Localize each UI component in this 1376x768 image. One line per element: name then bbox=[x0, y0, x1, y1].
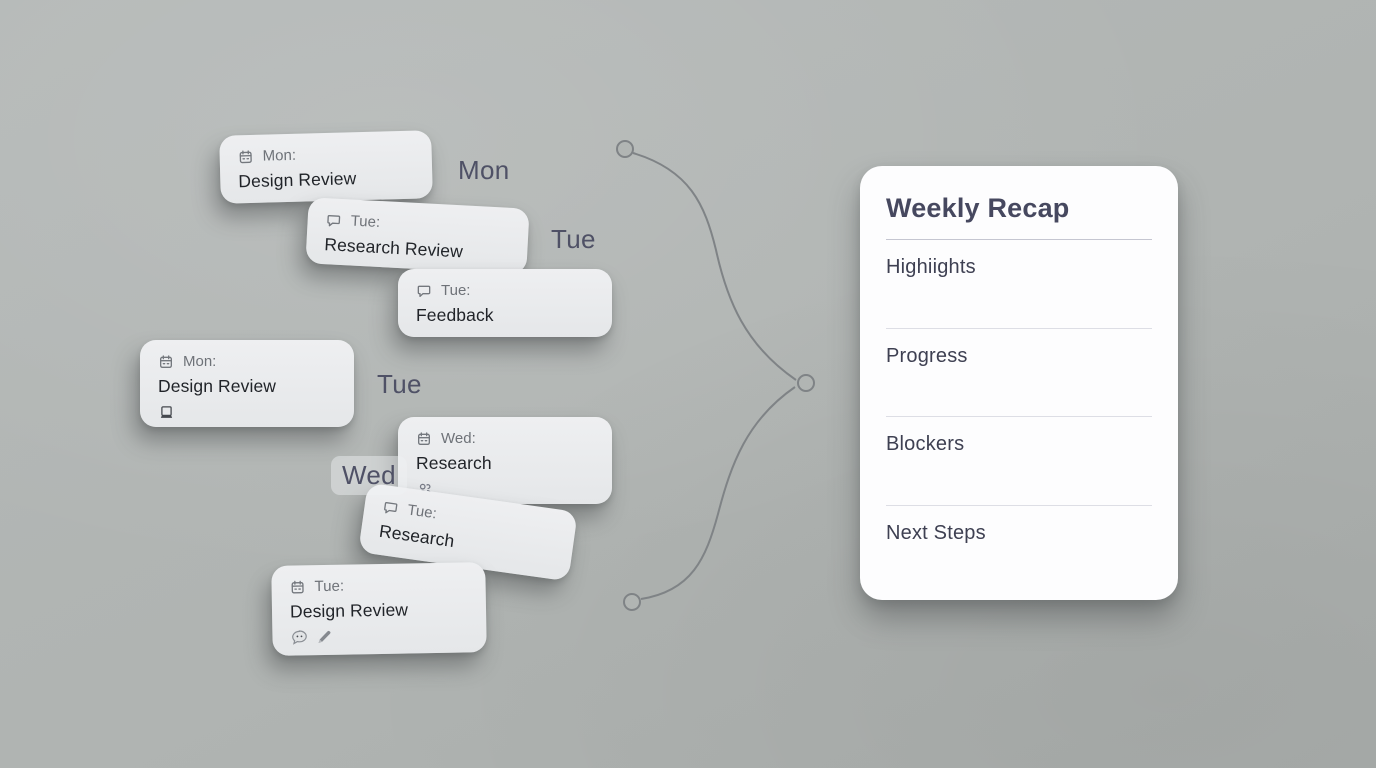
card-day-label: Tue: bbox=[406, 501, 438, 523]
card-day-label: Mon: bbox=[262, 146, 297, 165]
connector-endpoint-bottom[interactable] bbox=[623, 593, 641, 611]
calendar-icon bbox=[416, 431, 432, 447]
day-label-mon[interactable]: Mon bbox=[458, 155, 510, 185]
card-header: Tue: bbox=[325, 211, 511, 239]
card-day-label: Wed: bbox=[441, 430, 476, 447]
section-divider bbox=[886, 416, 1152, 417]
note-card-wed-research[interactable]: Wed: Research bbox=[398, 417, 612, 504]
section-divider bbox=[886, 504, 1152, 506]
pencil-icon bbox=[315, 628, 333, 646]
calendar-icon bbox=[238, 149, 254, 165]
card-title: Research bbox=[416, 453, 492, 473]
comment-dots-icon bbox=[290, 628, 308, 646]
note-card-tue-feedback[interactable]: Tue: Feedback bbox=[398, 269, 612, 337]
note-card-tue-design-review[interactable]: Tue: Design Review bbox=[271, 562, 487, 656]
laptop-icon bbox=[158, 404, 175, 421]
chat-bubble-icon bbox=[325, 212, 342, 229]
card-day-label: Tue: bbox=[441, 282, 471, 299]
section-next-steps[interactable]: Next Steps bbox=[886, 521, 986, 544]
card-attachments bbox=[290, 625, 468, 646]
calendar-icon bbox=[289, 579, 305, 595]
chat-bubble-icon bbox=[382, 499, 400, 517]
note-card-tue-research[interactable]: Tue: Research bbox=[358, 482, 578, 582]
card-day-label: Tue: bbox=[350, 212, 381, 232]
section-highlights[interactable]: Highiights bbox=[886, 256, 976, 278]
note-card-mon-design-review[interactable]: Mon: Design Review bbox=[219, 130, 433, 204]
panel-title: Weekly Recap bbox=[886, 193, 1070, 223]
card-title: Feedback bbox=[416, 305, 494, 325]
section-progress[interactable]: Progress bbox=[886, 344, 968, 367]
connector-node-center[interactable] bbox=[797, 374, 815, 392]
connector-curve-bottom[interactable] bbox=[640, 386, 796, 600]
card-title: Design Review bbox=[238, 168, 357, 192]
card-header: Mon: bbox=[158, 353, 336, 371]
day-label-tue-2[interactable]: Tue bbox=[377, 369, 422, 399]
card-day-label: Mon: bbox=[183, 353, 217, 370]
card-attachments bbox=[158, 403, 336, 421]
section-divider bbox=[886, 327, 1152, 329]
card-header: Tue: bbox=[416, 282, 594, 300]
calendar-icon bbox=[158, 354, 174, 370]
card-title: Design Review bbox=[158, 376, 277, 396]
day-label-wed[interactable]: Wed bbox=[331, 456, 407, 495]
card-day-label: Tue: bbox=[314, 577, 345, 596]
section-blockers[interactable]: Blockers bbox=[886, 433, 965, 455]
chat-bubble-icon bbox=[416, 283, 432, 299]
weekly-recap-panel[interactable]: Weekly Recap Highiights Progress Blocker… bbox=[860, 166, 1178, 600]
title-divider bbox=[886, 239, 1152, 240]
card-header: Mon: bbox=[237, 144, 413, 167]
card-header: Tue: bbox=[381, 498, 558, 540]
card-title: Research Review bbox=[323, 234, 464, 262]
connector-curve-top[interactable] bbox=[632, 152, 797, 381]
card-title: Design Review bbox=[289, 599, 409, 622]
note-card-tue-research-review[interactable]: Tue: Research Review bbox=[305, 197, 530, 275]
card-header: Tue: bbox=[289, 575, 467, 596]
card-header: Wed: bbox=[416, 430, 594, 448]
day-label-tue-1[interactable]: Tue bbox=[551, 224, 596, 254]
note-card-mon-design-review-laptop[interactable]: Mon: Design Review bbox=[140, 340, 354, 427]
connector-endpoint-top[interactable] bbox=[616, 140, 634, 158]
